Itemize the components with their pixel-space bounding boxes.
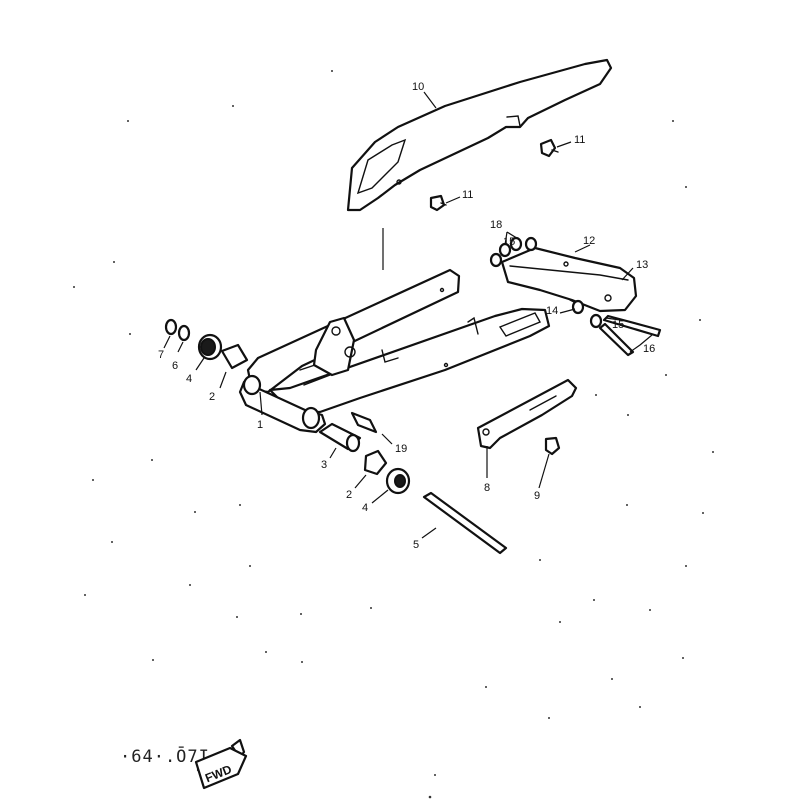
callout-18: 18 — [490, 219, 502, 231]
part-16-bolts — [598, 314, 662, 357]
callout-16: 16 — [643, 343, 655, 355]
callout-9: 9 — [534, 490, 540, 502]
callout-4-lower: 4 — [362, 502, 368, 514]
part-guard-bolt-lower — [429, 194, 447, 212]
callout-12: 12 — [583, 235, 595, 247]
print-specks — [73, 70, 714, 799]
callout-14: 14 — [546, 305, 558, 317]
part-swingarm — [238, 268, 551, 434]
part-14-15-washers — [571, 299, 603, 329]
callout-8: 8 — [484, 482, 490, 494]
part-8-tensioner — [476, 378, 578, 450]
callout-13: 13 — [636, 259, 648, 271]
callout-6: 6 — [172, 360, 178, 372]
part-9-bolt — [544, 436, 561, 456]
callout-3: 3 — [321, 459, 327, 471]
figure-code: ·64·.Ō7I — [120, 745, 210, 767]
part-guard-bolt-upper — [539, 138, 559, 158]
part-6-seal — [177, 324, 191, 342]
callout-10: 10 — [412, 81, 424, 93]
part-19-spacer — [350, 411, 378, 434]
callout-1: 1 — [257, 419, 263, 431]
callout-11-lower: 11 — [462, 189, 473, 201]
part-3-collar — [318, 422, 362, 453]
part-2-bushing-left — [220, 343, 249, 370]
callout-numbers: 10 11 11 12 13 18 15 14 15 16 7 6 4 2 1 … — [158, 81, 655, 551]
callout-5: 5 — [413, 539, 419, 551]
callout-4-left: 4 — [186, 373, 192, 385]
callout-15-lower: 15 — [612, 319, 624, 331]
callout-11-upper: 11 — [574, 134, 585, 146]
part-chain-guard — [346, 58, 613, 212]
callout-2-left: 2 — [209, 391, 215, 403]
part-12-chain-support — [500, 246, 638, 313]
part-2-bushing-lower — [363, 449, 388, 476]
callout-7: 7 — [158, 349, 164, 361]
callout-15-upper: 15 — [503, 236, 515, 248]
part-4-bearing-left — [197, 333, 223, 361]
part-18-15-nuts — [489, 236, 538, 268]
leader-lines — [163, 91, 653, 539]
part-5-pivot-shaft — [422, 491, 508, 555]
fwd-arrow-icon: FWD — [194, 738, 248, 790]
part-7-cap — [164, 318, 178, 336]
part-4-bearing-lower — [385, 467, 411, 495]
callout-19: 19 — [395, 443, 407, 455]
callout-2-lower: 2 — [346, 489, 352, 501]
